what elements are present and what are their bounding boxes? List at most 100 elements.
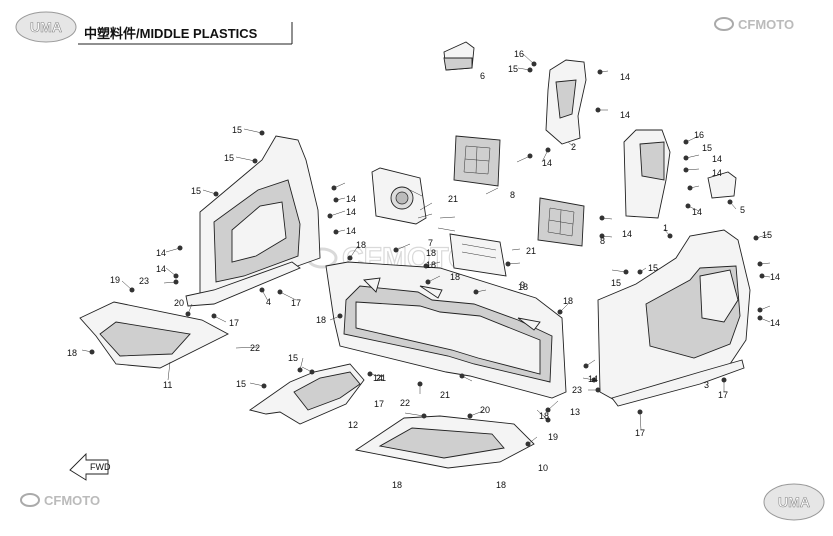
cfmoto-logo-top: CFMOTO <box>714 17 794 32</box>
callout-15-e: 15 <box>702 143 712 153</box>
callout-21-c: 21 <box>376 373 386 383</box>
forward-direction-marker: FWD <box>69 452 111 481</box>
callout-6: 6 <box>480 71 485 81</box>
uma-logo-bottom-text: UMA <box>778 494 810 510</box>
callout-15-g: 15 <box>611 278 621 288</box>
callout-14-f: 14 <box>620 72 630 82</box>
callout-14-d: 14 <box>346 207 356 217</box>
callout-15-a: 15 <box>232 125 242 135</box>
callout-17-c: 17 <box>374 399 384 409</box>
callout-14-i: 14 <box>622 229 632 239</box>
callout-22-b: 22 <box>400 398 410 408</box>
callout-14-k: 14 <box>712 154 722 164</box>
callout-17-b: 17 <box>229 318 239 328</box>
cfmoto-logo-bottom: CFMOTO <box>20 493 100 508</box>
callout-3: 3 <box>704 380 709 390</box>
callout-20-a: 20 <box>174 298 184 308</box>
callout-1: 1 <box>663 223 668 233</box>
uma-logo-bottom: UMA <box>763 483 825 521</box>
callout-labels: 1 2 3 4 5 6 7 8 8 9 10 11 12 13 14 14 14… <box>67 49 780 490</box>
callout-7: 7 <box>428 238 433 248</box>
callout-5: 5 <box>740 205 745 215</box>
callout-17-e: 17 <box>635 428 645 438</box>
right-side-panel-part-3 <box>597 229 751 407</box>
rear-wall-panel-part-13 <box>325 261 567 399</box>
callout-18-g: 18 <box>563 296 573 306</box>
callout-14-h: 14 <box>542 158 552 168</box>
callout-18-a: 18 <box>356 240 366 250</box>
fuel-cap-surround-part-7 <box>371 167 427 225</box>
grille-lower-part-8 <box>537 197 585 247</box>
callout-15-h: 15 <box>648 263 658 273</box>
callout-21-d: 21 <box>440 390 450 400</box>
callout-18-i: 18 <box>539 411 549 421</box>
callout-20-b: 20 <box>480 405 490 415</box>
callout-8-lower: 8 <box>600 236 605 246</box>
callout-23-b: 23 <box>572 385 582 395</box>
callout-17-a: 17 <box>291 298 301 308</box>
callout-17-d: 17 <box>718 390 728 400</box>
callout-15-i: 15 <box>288 353 298 363</box>
callout-19-b: 19 <box>548 432 558 442</box>
left-side-panel-part-4 <box>185 135 321 307</box>
right-bracket-part-1 <box>623 129 671 219</box>
callout-14-e: 14 <box>346 226 356 236</box>
callout-18-b: 18 <box>426 248 436 258</box>
callout-14-p: 14 <box>373 373 383 383</box>
callout-14-n: 14 <box>770 318 780 328</box>
callout-18-e: 18 <box>518 282 528 292</box>
callout-2: 2 <box>571 142 576 152</box>
callout-15-f: 15 <box>762 230 772 240</box>
callout-14-m: 14 <box>770 272 780 282</box>
callout-15-b: 15 <box>224 153 234 163</box>
leader-lines <box>81 53 771 445</box>
callout-13: 13 <box>570 407 580 417</box>
callout-21-a: 21 <box>448 194 458 204</box>
cfmoto-logo-top-text: CFMOTO <box>738 17 794 32</box>
fwd-label: FWD <box>90 462 111 472</box>
callout-9: 9 <box>520 280 525 290</box>
callout-23-a: 23 <box>139 276 149 286</box>
callout-4: 4 <box>266 297 271 307</box>
callout-14-g: 14 <box>620 110 630 120</box>
uma-logo-text: UMA <box>30 19 62 35</box>
callout-15-c: 15 <box>191 186 201 196</box>
callout-19-a: 19 <box>110 275 120 285</box>
callout-14-j: 14 <box>692 207 702 217</box>
callout-18-d: 18 <box>450 272 460 282</box>
title-block: 中塑料件/MIDDLE PLASTICS <box>78 22 293 45</box>
callout-16-a: 16 <box>514 49 524 59</box>
callout-18-k: 18 <box>496 480 506 490</box>
callout-14-l: 14 <box>712 168 722 178</box>
callout-14-b: 14 <box>156 264 166 274</box>
center-tunnel-cover-part-12 <box>248 363 365 425</box>
callout-8-upper: 8 <box>510 190 515 200</box>
callout-18-h: 18 <box>67 348 77 358</box>
uma-logo-top: UMA <box>15 11 77 43</box>
callout-14-c: 14 <box>346 194 356 204</box>
grille-upper-part-8 <box>453 135 501 187</box>
callout-18-c: 18 <box>426 260 436 270</box>
callout-18-f: 18 <box>316 315 326 325</box>
cap-part-5 <box>707 171 737 199</box>
cfmoto-logo-bottom-text: CFMOTO <box>44 493 100 508</box>
callout-15-j: 15 <box>236 379 246 389</box>
callout-11: 11 <box>163 380 172 390</box>
callout-18-j: 18 <box>392 480 402 490</box>
right-floor-pan-part-10 <box>354 415 535 469</box>
callout-16-b: 16 <box>694 130 704 140</box>
upper-bracket-part-2 <box>545 59 587 145</box>
page-title: 中塑料件/MIDDLE PLASTICS <box>84 26 258 41</box>
callout-10: 10 <box>538 463 548 473</box>
callout-15-d: 15 <box>508 64 518 74</box>
callout-21-b: 21 <box>526 246 536 256</box>
cover-plate-part-9 <box>449 233 507 277</box>
left-floor-pan-part-11 <box>79 301 229 369</box>
callout-14-a: 14 <box>156 248 166 258</box>
clip-part-6 <box>443 41 475 71</box>
callout-12: 12 <box>348 420 358 430</box>
callout-22-a: 22 <box>250 343 260 353</box>
callout-14-o: 14 <box>588 374 598 384</box>
